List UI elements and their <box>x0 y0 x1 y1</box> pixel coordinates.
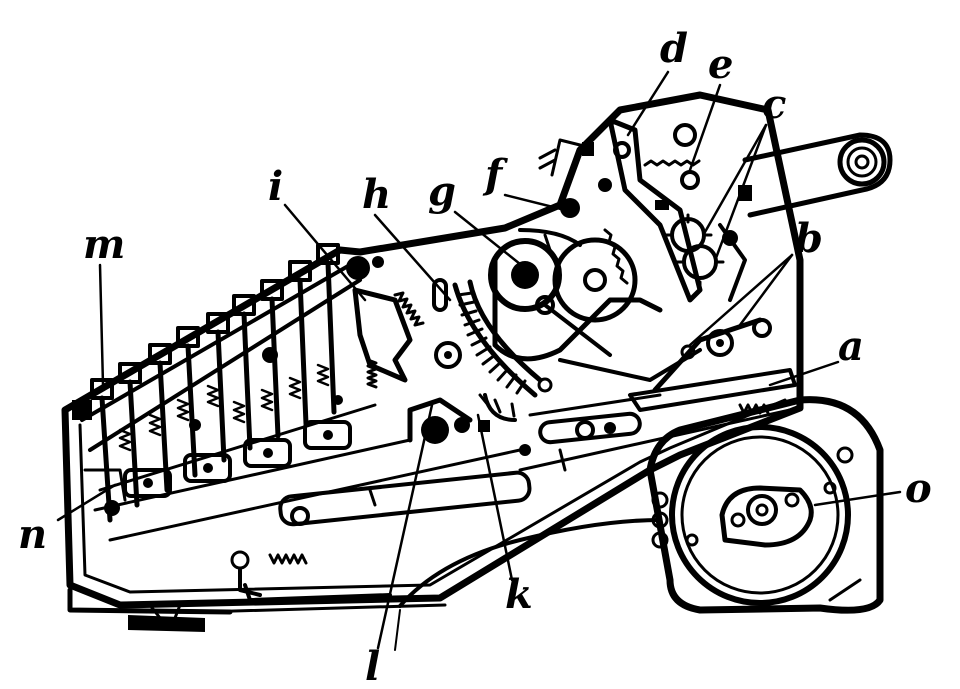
label-e: e <box>708 41 733 88</box>
label-k: k <box>505 571 533 618</box>
label-i: i <box>268 163 283 210</box>
housing <box>61 91 804 651</box>
label-g: g <box>428 168 456 215</box>
label-l: l <box>365 643 380 689</box>
leader-lines <box>56 70 902 650</box>
label-n: n <box>18 511 47 558</box>
upper-mechanism <box>538 117 893 360</box>
label-c: c <box>762 81 786 128</box>
label-o: o <box>905 465 932 512</box>
label-a: a <box>838 323 864 370</box>
key-levers <box>72 243 522 542</box>
label-h: h <box>362 171 391 218</box>
label-m: m <box>83 221 125 268</box>
label-f: f <box>482 151 508 198</box>
slide-bar <box>230 368 797 597</box>
drum-housing <box>646 396 884 614</box>
label-d: d <box>660 25 688 72</box>
label-b: b <box>795 215 823 262</box>
central-mechanism <box>346 198 763 444</box>
